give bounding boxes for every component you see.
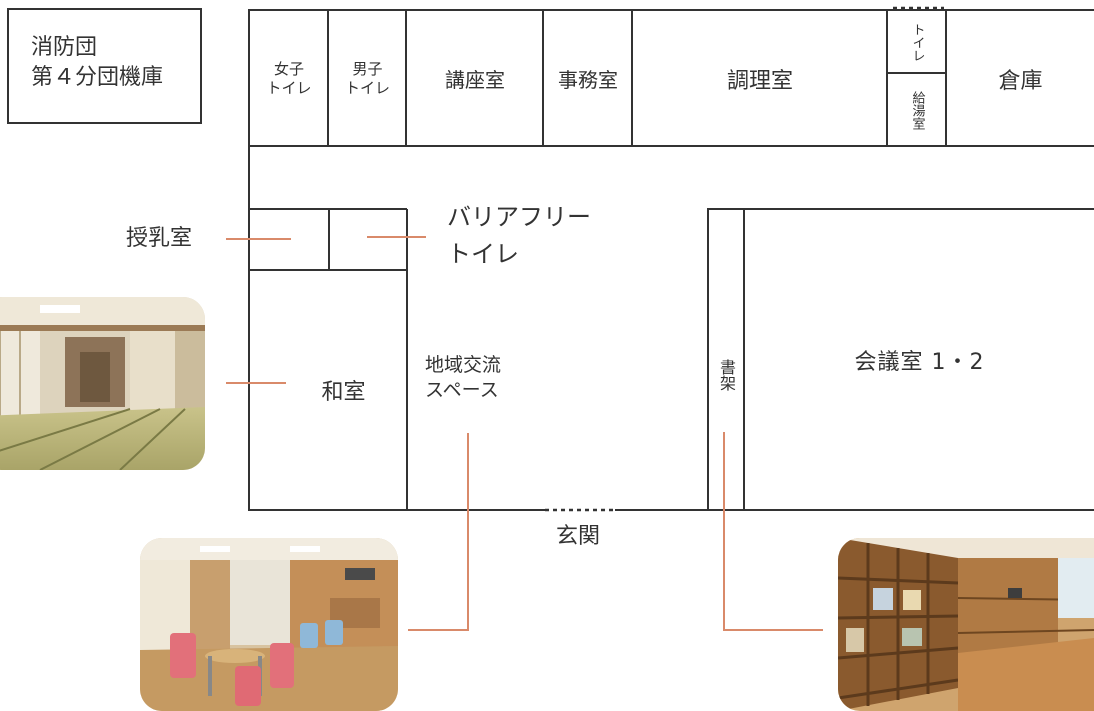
room-kettle: 給湯室 [888, 74, 946, 146]
room-mens-toilet: 男子 トイレ [329, 11, 406, 146]
office-label: 事務室 [558, 68, 618, 92]
kettle-room-label: 給湯室 [909, 90, 925, 130]
entrance-label: 玄関 [556, 524, 601, 549]
small-toilet-label: トイレ [909, 22, 925, 62]
community-leader [408, 433, 469, 631]
womens-toilet-label-1: 女子 [273, 59, 304, 78]
mens-toilet-label-1: 男子 [352, 59, 383, 78]
conference-room-label: 会議室 1・2 [854, 350, 985, 375]
japanese-room-photo [0, 297, 205, 470]
room-japanese: 和室 [250, 271, 407, 509]
japanese-room-label: 和室 [321, 380, 366, 405]
storage-label: 倉庫 [998, 68, 1043, 94]
bookshelf-label: 書架 [717, 359, 736, 391]
mens-toilet-label-2: トイレ [344, 78, 390, 97]
bookshelf-area: 書架 [709, 340, 743, 410]
room-office: 事務室 [544, 11, 632, 146]
community-space-photo [140, 538, 398, 711]
bookshelf-leader [723, 432, 823, 631]
outer-wall [248, 9, 1094, 511]
room-lecture: 講座室 [407, 11, 543, 146]
building-label-line2: 第４分団機庫 [31, 65, 164, 90]
barrier-free-toilet-label-1: バリアフリー [447, 203, 591, 231]
nursing-room-label: 授乳室 [126, 226, 193, 251]
lecture-room-label: 講座室 [445, 68, 505, 92]
room-small-toilet: トイレ [888, 11, 946, 73]
community-space-label-2: スペース [425, 379, 499, 401]
walls [248, 9, 1094, 511]
room-womens-toilet: 女子 トイレ [250, 11, 328, 146]
community-space-label-1: 地域交流 [425, 354, 502, 376]
room-conference: 会議室 1・2 [745, 320, 1094, 400]
building-label-line1: 消防団 [31, 35, 98, 60]
leader-lines [226, 236, 823, 631]
building-label: 消防団 第４分団機庫 [7, 8, 202, 124]
room-cooking: 調理室 [633, 11, 887, 146]
bookshelf-photo [838, 538, 1094, 711]
barrier-free-toilet-label-2: トイレ [447, 240, 519, 268]
womens-toilet-label-2: トイレ [266, 78, 312, 97]
cooking-room-label: 調理室 [726, 68, 793, 94]
room-storage: 倉庫 [947, 11, 1094, 146]
